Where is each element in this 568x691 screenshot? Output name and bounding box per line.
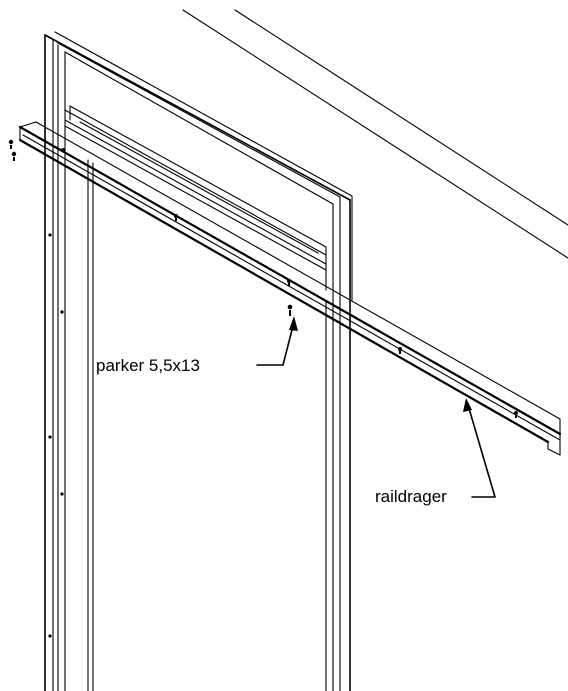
wall-edge-lines — [182, 9, 568, 259]
screw-icon — [287, 279, 291, 286]
screw-icon — [514, 411, 518, 418]
rail-bracket — [18, 121, 562, 456]
screw-icon — [11, 151, 17, 161]
screw-callout-leader — [256, 316, 298, 366]
screws — [8, 139, 518, 418]
rail-bracket-callout-label: raildrager — [375, 487, 447, 506]
screw-icon — [61, 148, 65, 152]
screw-icon — [174, 214, 178, 221]
rail-callout-leader — [463, 398, 496, 498]
screw-icon — [8, 139, 14, 149]
screw-icon — [398, 347, 402, 354]
screw-icon — [287, 304, 293, 316]
screw-callout-label: parker 5,5x13 — [96, 356, 200, 375]
